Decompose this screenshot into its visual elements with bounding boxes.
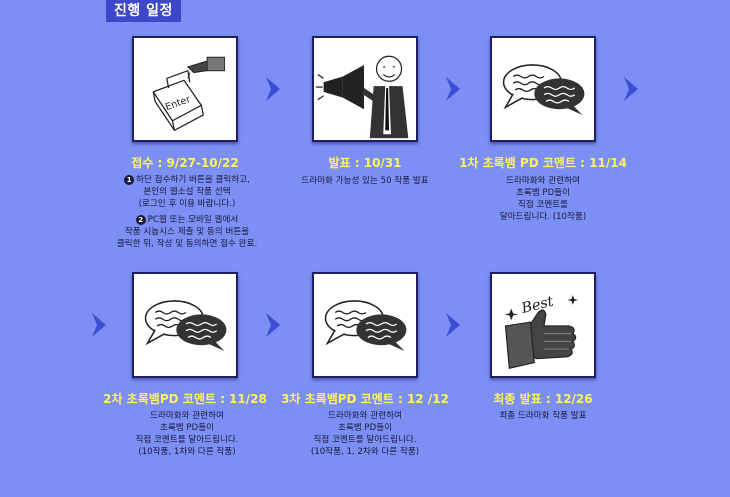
step-number-badge: 1 bbox=[124, 175, 135, 185]
step-title: 발표 : 10/31 bbox=[328, 156, 402, 170]
step-card-receipt: Enter bbox=[132, 36, 238, 142]
arrow-right-icon bbox=[446, 77, 460, 101]
step-card-comment-3 bbox=[312, 272, 418, 378]
arrow-right-icon bbox=[266, 77, 280, 101]
step-card-final: Best bbox=[490, 272, 596, 378]
step-card-announce bbox=[312, 36, 418, 142]
speech-bubbles-icon bbox=[502, 64, 585, 115]
svg-text:Best: Best bbox=[519, 294, 555, 318]
megaphone-icon bbox=[315, 55, 409, 139]
arrow-right-icon bbox=[266, 313, 280, 337]
step-title: 2차 초록뱀PD 코멘트 : 11/28 bbox=[103, 392, 267, 406]
step-description: 드라마화와 관련하여 초록뱀 PD들이 직접 코멘트를 달아드립니다. (10작… bbox=[499, 176, 587, 222]
arrow-right-icon bbox=[446, 313, 460, 337]
svg-text:Enter: Enter bbox=[164, 94, 192, 113]
step-description: 최종 드라마화 작품 발표 bbox=[499, 411, 587, 421]
step-title: 접수 : 9/27-10/22 bbox=[131, 156, 239, 170]
step-description: 드라마화 가능성 있는 50 작품 발표 bbox=[301, 176, 429, 186]
arrow-right-icon bbox=[624, 77, 638, 101]
step-card-comment-1 bbox=[490, 36, 596, 142]
step-title: 1차 초록뱀 PD 코멘트 : 11/14 bbox=[459, 156, 627, 170]
section-title: 진행 일정 bbox=[106, 0, 181, 22]
step-number-badge: 2 bbox=[135, 215, 146, 225]
enter-key-icon: Enter bbox=[152, 56, 225, 132]
step-description: 드라마화와 관련하여 초록뱀 PD들이 직접 코멘트를 달아드립니다. (10작… bbox=[135, 411, 239, 457]
speech-bubbles-icon bbox=[324, 300, 407, 351]
step-card-comment-2 bbox=[132, 272, 238, 378]
step-title: 최종 발표 : 12/26 bbox=[493, 392, 593, 406]
arrow-right-icon bbox=[92, 313, 106, 337]
speech-bubbles-icon bbox=[144, 300, 227, 351]
step-description: 드라마화와 관련하여 초록뱀 PD들이 직접 코멘트를 달아드립니다. (10작… bbox=[310, 411, 420, 457]
step-title: 3차 초록뱀PD 코멘트 : 12 /12 bbox=[281, 392, 449, 406]
thumbs-up-best-icon: Best bbox=[504, 294, 579, 370]
